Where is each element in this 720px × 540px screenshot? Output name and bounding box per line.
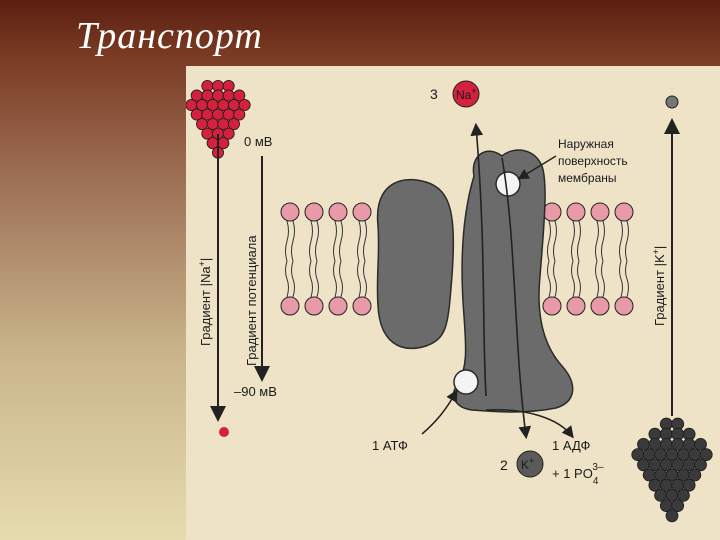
sodium-gradient-label: Градиент |Na+| (197, 258, 213, 346)
lipid-head (566, 202, 586, 222)
sodium-transport-path (470, 122, 487, 397)
lipid-tail (309, 220, 313, 262)
ion (671, 499, 685, 513)
lipid-head (542, 202, 562, 222)
pump-protein (452, 149, 574, 413)
lipid-tail (619, 220, 623, 262)
lipid-tail (553, 260, 557, 298)
ion (694, 458, 707, 472)
lipid-tail (333, 260, 337, 298)
phosphate-label: + 1 PO43– (552, 462, 604, 487)
lipid-tail (547, 220, 551, 262)
potassium-symbol: K+ (521, 456, 534, 472)
lipid-head (328, 202, 348, 222)
lipid-tail (595, 220, 599, 262)
potential-gradient-label: Градиент потенциала (244, 235, 259, 366)
potassium-count: 2 (500, 457, 508, 473)
lipid-tail (315, 260, 319, 298)
membrane-right (542, 202, 634, 316)
adp-arrow (485, 409, 574, 439)
lipid-head (566, 296, 586, 316)
slide-title: Транспорт (76, 15, 263, 57)
ion (699, 448, 713, 462)
lipid-head (614, 296, 634, 316)
lipid-head (304, 296, 324, 316)
potassium-transport-path (501, 157, 532, 440)
lipid-head (614, 202, 634, 222)
sodium-count: 3 (430, 86, 438, 102)
inner-binding-site (453, 369, 479, 395)
lipid-head (352, 296, 372, 316)
lipid-tail (357, 220, 361, 262)
lipid-tail (577, 220, 581, 262)
lipid-tail (363, 260, 367, 298)
lipid-tail (601, 260, 605, 298)
lipid-tail (363, 220, 367, 262)
lipid-head (304, 202, 324, 222)
voltage-top-label: 0 мВ (244, 134, 272, 149)
potassium-ion-single (665, 95, 679, 109)
diagram-panel: Градиент |Na+| 0 мВ Градиент потенциала … (186, 66, 720, 540)
ion (222, 127, 235, 140)
lipid-tail (291, 220, 295, 262)
potassium-ion-inside (516, 450, 544, 478)
ion (694, 437, 707, 451)
lipid-tail (315, 220, 319, 262)
lipid-head (542, 296, 562, 316)
lipid-tail (601, 220, 605, 262)
sodium-ion-outside (452, 80, 480, 108)
lipid-head (590, 202, 610, 222)
sodium-symbol: Na+ (456, 86, 477, 102)
lipid-tail (285, 260, 289, 298)
lipid-tail (357, 260, 361, 298)
outer-binding-site (495, 171, 521, 197)
lipid-tail (625, 260, 629, 298)
potassium-gradient-label: Градиент |K+| (651, 246, 667, 326)
atp-arrow (421, 389, 458, 435)
lipid-head (590, 296, 610, 316)
lipid-tail (595, 260, 599, 298)
lipid-tail (577, 260, 581, 298)
ion (238, 99, 251, 112)
outer-surface-pointer (517, 155, 557, 180)
lipid-tail (547, 260, 551, 298)
lipid-tail (553, 220, 557, 262)
potassium-ion-cluster (631, 417, 713, 523)
ion (688, 468, 702, 482)
lipid-head (328, 296, 348, 316)
sodium-ion-single (219, 427, 229, 437)
adp-label: 1 АДФ (552, 438, 590, 453)
lipid-tail (571, 220, 575, 262)
voltage-bottom-label: –90 мВ (234, 384, 277, 399)
outer-surface-label: Наружная поверхность мембраны (558, 137, 631, 185)
ion (233, 89, 246, 102)
lipid-tail (291, 260, 295, 298)
membrane-left (280, 202, 372, 316)
lipid-tail (619, 260, 623, 298)
lipid-tail (339, 260, 343, 298)
lipid-head (352, 202, 372, 222)
lipid-head (280, 202, 300, 222)
lipid-tail (333, 220, 337, 262)
lipid-tail (285, 220, 289, 262)
ion (665, 509, 679, 523)
ion (233, 108, 246, 121)
sodium-potassium-pump-diagram: Градиент |Na+| 0 мВ Градиент потенциала … (186, 79, 713, 523)
ion (227, 118, 240, 131)
atp-label: 1 АТФ (372, 438, 408, 453)
lipid-tail (571, 260, 575, 298)
lipid-tail (309, 260, 313, 298)
protein-subunit-left (376, 178, 455, 350)
ion (676, 488, 690, 502)
lipid-head (280, 296, 300, 316)
lipid-tail (339, 220, 343, 262)
lipid-tail (625, 220, 629, 262)
ion (682, 478, 696, 492)
